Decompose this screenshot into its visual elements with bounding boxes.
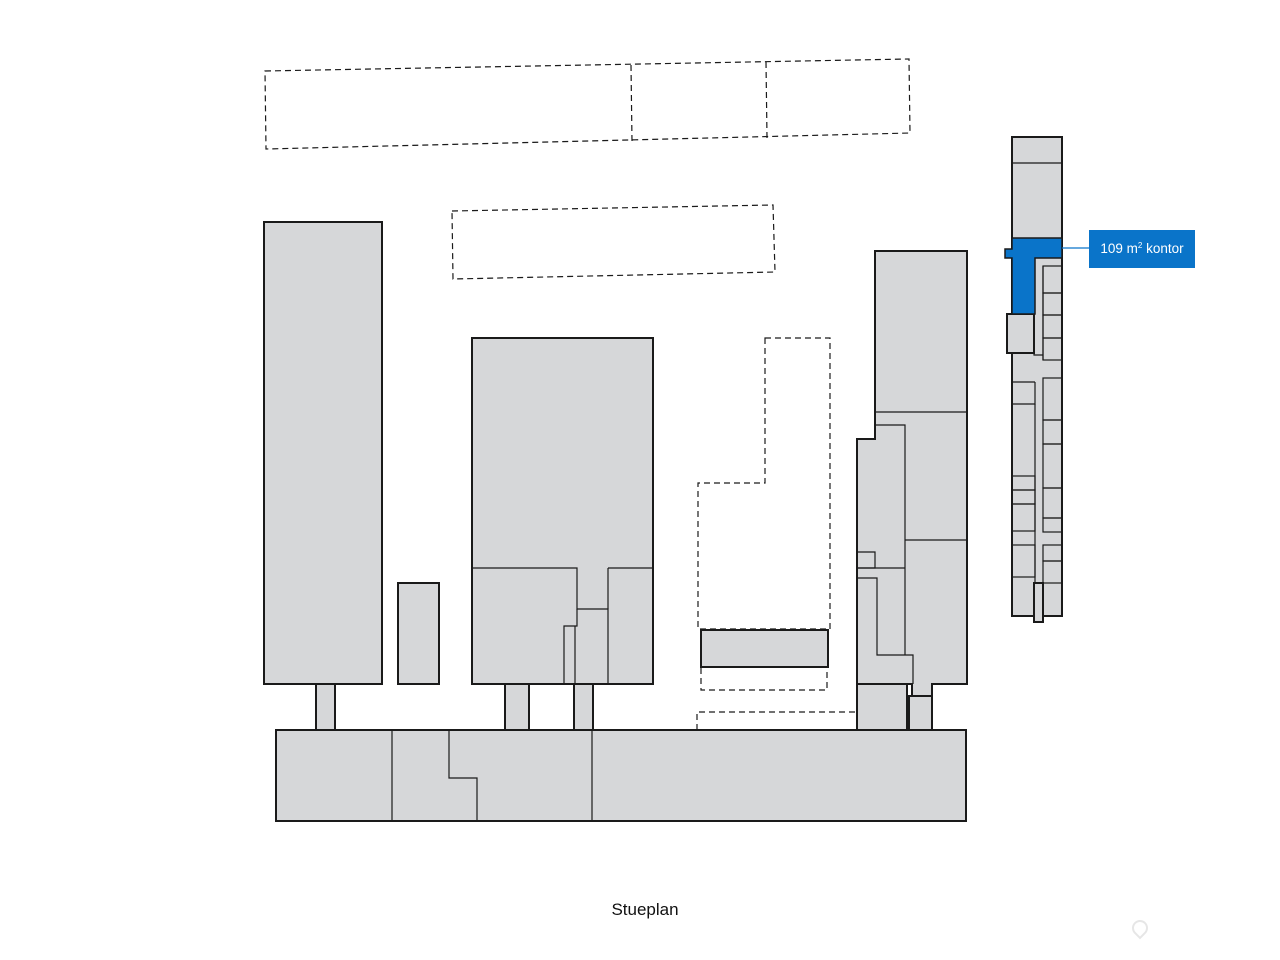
dashed-outlines [264,58,911,730]
floor-caption: Stueplan [611,900,679,919]
room-fr-cell-12 [1042,517,1063,533]
connector-center-1 [504,683,530,731]
watermark [1128,917,1232,940]
room-fr-tail [1033,582,1044,623]
callout-area-value: 109 m [1100,241,1138,256]
room-fr-cell-9 [1011,503,1036,532]
dashed-divider-top-1 [630,64,633,143]
wall-right-6 [857,577,914,684]
dashed-divider-top-2 [765,61,768,139]
room-fr-cell-13 [1011,544,1036,578]
room-bottom-long [275,729,967,822]
dashed-area-center-bottom [700,668,828,691]
room-far-right-strip [1011,136,1063,617]
room-fr-cell-15 [1042,560,1063,584]
dashed-area-middle [451,204,776,280]
wall-fr-mid-1 [1033,314,1043,356]
room-right-block [856,250,968,697]
building-right [856,250,968,731]
map-pin-icon [1128,917,1152,940]
connector-left [315,683,336,732]
callout-area-unit-sup: 2 [1137,241,1143,250]
wall-bottom-2 [448,730,478,821]
connector-right-2 [908,695,933,731]
building-center-left [471,337,654,731]
dashed-area-lower [696,711,856,730]
building-left [263,221,383,732]
room-center-main [471,337,654,685]
connector-right-1 [856,683,908,731]
room-fr-bump-1 [1006,313,1035,354]
connector-center-2 [573,683,594,731]
callout-area-label: kontor [1142,241,1184,256]
building-bottom [275,729,967,822]
wall-center-4 [563,609,578,684]
building-far-right [1006,136,1063,623]
room-left-tall [263,221,383,685]
room-horizontal-small [700,629,829,668]
room-small-standalone [397,582,440,685]
highlighted-office-109m2[interactable] [1004,237,1063,315]
area-callout-label: 109 m2 kontor [1089,230,1195,268]
dashed-area-top [264,58,911,150]
dashed-area-center [697,337,831,630]
